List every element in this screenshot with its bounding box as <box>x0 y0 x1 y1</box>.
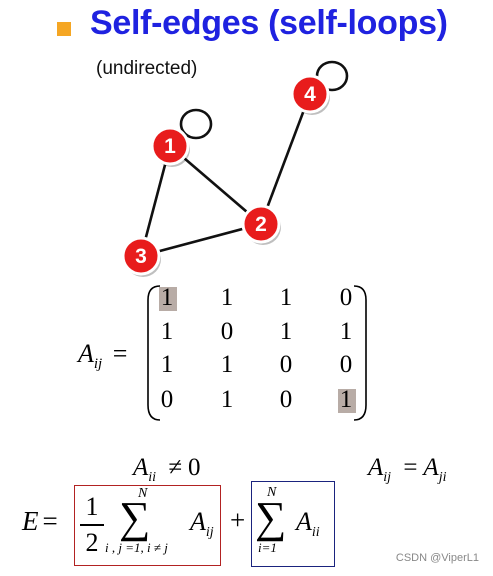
graph-node-1: 1 <box>150 126 190 167</box>
matrix-cell: 1 <box>220 351 234 378</box>
matrix-cell: 1 <box>331 386 361 414</box>
matrix-cell: 1 <box>152 284 182 312</box>
matrix-label: Aij = <box>78 339 128 373</box>
graph-node-4: 4 <box>290 74 330 115</box>
self-edges-box <box>251 481 335 567</box>
watermark-text: CSDN @ViperL1 <box>395 552 479 564</box>
fraction-bar <box>80 524 104 526</box>
edge-2-3 <box>140 222 262 258</box>
edge-1-2 <box>169 145 262 225</box>
sum2-term: Aii <box>296 507 320 541</box>
graph-node-label: 4 <box>304 83 316 106</box>
matrix-cell: 1 <box>279 284 293 311</box>
sum2-upper: N <box>267 485 277 500</box>
matrix-cell: 1 <box>279 318 293 345</box>
edge-2-4 <box>259 93 312 225</box>
non-self-edges-box <box>74 485 221 566</box>
matrix-cell: 1 <box>339 318 353 345</box>
graph-diagram: 1 2 3 4 <box>121 60 349 277</box>
matrix-cell: 1 <box>220 386 234 413</box>
edge-count-lhs: E= <box>22 506 58 536</box>
matrix-cell: 1 <box>220 284 234 311</box>
matrix-cell: 0 <box>279 351 293 378</box>
bullet-square-icon <box>57 22 71 36</box>
matrix-cell: 0 <box>339 351 353 378</box>
graph-node-label: 2 <box>255 213 267 236</box>
fraction-denominator: 2 <box>85 528 99 557</box>
matrix-cell: 1 <box>160 351 174 378</box>
matrix-cell: 0 <box>220 318 234 345</box>
graph-node-2: 2 <box>241 204 281 245</box>
slide-subtitle: (undirected) <box>96 58 198 79</box>
sum1-sigma: ∑ <box>119 493 151 542</box>
plus-sign: + <box>230 505 246 535</box>
diagonal-nonzero-equation: Aii ≠0 <box>133 454 201 485</box>
sum1-term: Aij <box>190 507 214 541</box>
sum2-lower: i=1 <box>258 540 277 555</box>
fraction-numerator: 1 <box>85 492 99 521</box>
sum1-lower: i , j =1, i ≠ j <box>105 540 168 555</box>
slide-title: Self-edges (self-loops) <box>90 4 448 42</box>
graph-node-label: 1 <box>164 135 176 158</box>
matrix-cell: 0 <box>279 386 293 413</box>
graph-node-3: 3 <box>121 236 161 277</box>
matrix-cell: 1 <box>160 318 174 345</box>
graph-node-label: 3 <box>135 245 147 268</box>
matrix-cell: 0 <box>160 386 174 413</box>
self-loop-edge-1 <box>179 108 213 140</box>
symmetry-equation: Aij =Aji <box>368 454 447 485</box>
matrix-cell: 0 <box>339 284 353 311</box>
sum1-upper: N <box>138 486 148 501</box>
sum2-sigma: ∑ <box>255 493 287 542</box>
